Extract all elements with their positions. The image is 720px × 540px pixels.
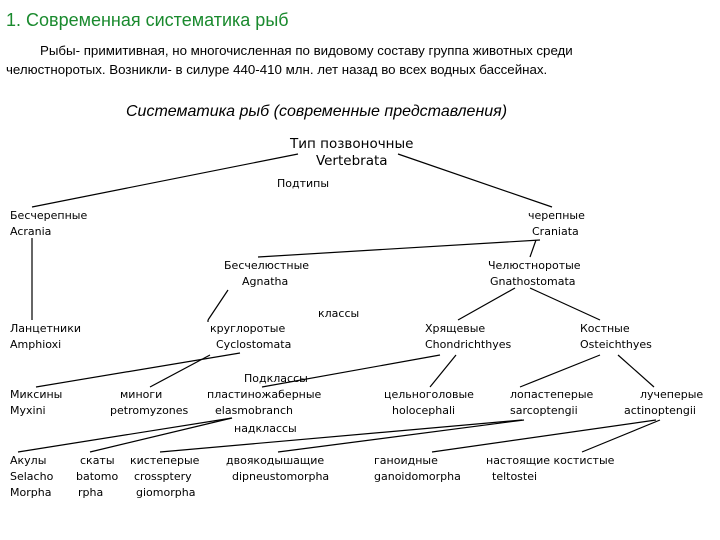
node-crossopterygiomorpha: кистеперые crosspterу giomorpha [130, 453, 199, 501]
node-ganoidomorpha: ганоидные ganoidomorpha [374, 453, 461, 485]
node-agnatha-ru: Бесчелюстные [224, 259, 310, 272]
edge-root-acrania [31, 153, 299, 208]
node-crossopterygiomorpha-ru: кистеперые [130, 454, 200, 467]
node-myxini: Миксины Myxini [10, 387, 62, 419]
node-batomorpha: скаты batomo rpha [76, 453, 118, 501]
node-teltostei-lat: teltostei [492, 470, 538, 483]
edge-chondrichthyes-elasmobranch [261, 354, 441, 388]
edge-actinoptengii-teltostei [581, 419, 661, 453]
node-chondrichthyes-lat: Chondrichthyes [425, 338, 512, 351]
node-craniata-lat: Craniata [532, 225, 579, 238]
node-ganoidomorpha-lat: ganoidomorpha [374, 470, 461, 483]
edge-gnathostomata-chondrichthyes [457, 287, 516, 321]
node-selachomorpha-lat1: Selacho [10, 470, 54, 483]
intro-line-1: Рыбы- примитивная, но многочисленная по … [40, 43, 573, 58]
node-craniata-ru: черепные [528, 209, 585, 222]
edge-gnathostomata-osteichthyes [529, 287, 601, 321]
level-label-subtypes: Подтипы [277, 177, 330, 190]
edge-sarcoptengii-crossopterygiomorpha [159, 419, 523, 453]
edge-osteichthyes-sarcoptengii [519, 354, 601, 388]
node-gnathostomata-ru: Челюстноротые [488, 259, 581, 272]
node-chondrichthyes: Хрящевые Chondrichthyes [425, 321, 511, 353]
node-batomorpha-lat2: rpha [78, 486, 104, 499]
node-holocephali-ru: цельноголовые [384, 388, 474, 401]
node-amphioxi: Ланцетники Amphioxi [10, 321, 81, 353]
node-holocephali: цельноголовые holocephali [384, 387, 474, 419]
edge-osteichthyes-actinoptengii [617, 354, 655, 388]
node-selachomorpha-ru: Акулы [10, 454, 47, 467]
node-ganoidomorpha-ru: ганоидные [374, 454, 438, 467]
node-amphioxi-ru: Ланцетники [10, 322, 82, 335]
node-batomorpha-lat1: batomo [76, 470, 119, 483]
node-selachomorpha-lat2: Morpha [10, 486, 52, 499]
node-teltostei-ru: настоящие костистые [486, 454, 615, 467]
node-agnatha-lat: Agnatha [242, 275, 289, 288]
edge-root-craniata [397, 153, 553, 208]
node-vertebrata: Тип позвоночные Vertebrata [290, 136, 413, 170]
node-sarcoptengii-lat: sarcoptengii [510, 404, 578, 417]
edge-elasmobranch-selachomorpha [17, 417, 233, 453]
node-petromyzones-lat: petromyzones [110, 404, 189, 417]
edge-cyclostomata-myxini [35, 352, 241, 388]
node-vertebrata-lat: Vertebrata [315, 153, 388, 169]
page-title: 1. Современная систематика рыб [6, 10, 289, 30]
node-crossopterygiomorpha-lat1: crosspterу [134, 470, 192, 483]
node-gnathostomata-lat: Gnathostomata [490, 275, 576, 288]
node-petromyzones: миноги petromyzones [110, 387, 188, 419]
node-elasmobranch-ru: пластиножаберные [207, 388, 322, 401]
node-acrania-lat: Acrania [10, 225, 52, 238]
node-vertebrata-ru: Тип позвоночные [290, 136, 414, 152]
edge-craniata-gnathostomata [529, 239, 537, 258]
node-dipneustomorpha-lat: dipneustomorpha [232, 470, 330, 483]
node-actinoptengii-lat: actinoptengii [624, 404, 696, 417]
diagram-title: Систематика рыб (современные представлен… [126, 103, 508, 120]
node-osteichthyes-ru: Костные [580, 322, 630, 335]
node-gnathostomata: Челюстноротые Gnathostomata [488, 258, 581, 290]
node-myxini-lat: Myxini [10, 404, 46, 417]
node-amphioxi-lat: Amphioxi [10, 338, 62, 351]
node-chondrichthyes-ru: Хрящевые [425, 322, 486, 335]
node-batomorpha-ru: скаты [80, 454, 115, 467]
node-acrania: Бесчерепные Acrania [10, 208, 87, 240]
node-craniata: черепные Craniata [528, 208, 585, 240]
node-selachomorpha: Акулы Selacho Morpha [10, 453, 53, 501]
level-label-subclasses: Подклассы [244, 372, 308, 385]
edge-agnatha-cyclostomata [207, 289, 229, 321]
edge-actinoptengii-ganoidomorpha [431, 419, 657, 453]
node-cyclostomata-ru: круглоротые [210, 322, 286, 335]
node-actinoptengii: лучеперые actinoptengii [624, 387, 703, 419]
edge-cyclostomata-petromyzones [149, 354, 211, 388]
node-acrania-ru: Бесчерепные [10, 209, 88, 222]
node-agnatha: Бесчелюстные Agnatha [224, 258, 309, 290]
node-cyclostomata-lat: Cyclostomata [216, 338, 292, 351]
node-osteichthyes: Костные Osteichthyes [580, 321, 652, 353]
node-elasmobranch: пластиножаберные elasmobranch [207, 387, 321, 419]
edge-sarcoptengii-dipneustomorpha [277, 419, 525, 453]
intro-line-2: челюстноротых. Возникли- в силуре 440-41… [6, 62, 548, 77]
node-cyclostomata: круглоротые Cyclostomata [210, 321, 291, 353]
node-sarcoptengii-ru: лопастеперые [510, 388, 594, 401]
node-osteichthyes-lat: Osteichthyes [580, 338, 652, 351]
node-teltostei: настоящие костистые teltostei [486, 453, 614, 485]
level-label-superorders: надклассы [234, 422, 297, 435]
edge-craniata-agnatha [257, 239, 541, 258]
node-dipneustomorpha: двоякодышащие dipneustomorpha [226, 453, 329, 485]
level-label-classes: классы [318, 307, 360, 320]
node-elasmobranch-lat: elasmobranch [215, 404, 293, 417]
node-dipneustomorpha-ru: двоякодышащие [226, 454, 325, 467]
node-myxini-ru: Миксины [10, 388, 63, 401]
edge-chondrichthyes-holocephali [429, 354, 457, 388]
node-sarcoptengii: лопастеперые sarcoptengii [510, 387, 593, 419]
node-actinoptengii-ru: лучеперые [640, 388, 704, 401]
node-petromyzones-ru: миноги [120, 388, 163, 401]
node-holocephali-lat: holocephali [392, 404, 456, 417]
node-crossopterygiomorpha-lat2: giomorpha [136, 486, 196, 499]
edge-elasmobranch-batomorpha [89, 417, 233, 453]
